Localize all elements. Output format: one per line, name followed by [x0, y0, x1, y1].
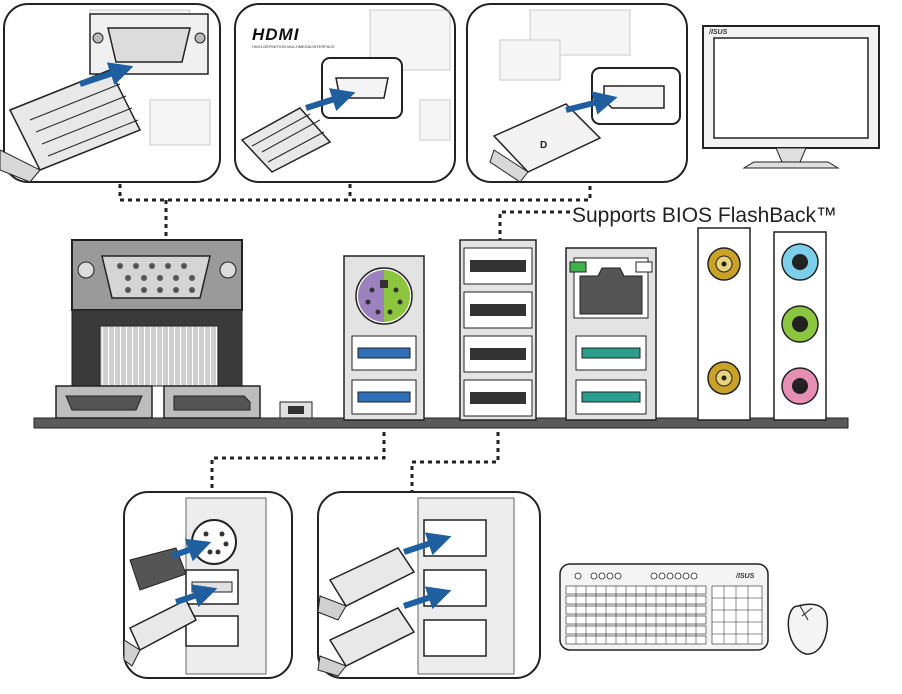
usb-port-icon — [423, 569, 487, 607]
hdmi-port-icon — [321, 57, 403, 119]
vga-port-rear — [77, 255, 237, 299]
usb-port-icon — [423, 619, 487, 657]
vga-inset-panel — [0, 3, 221, 183]
audio-jack-block — [773, 231, 827, 421]
usb-insert-arrow-bottom — [403, 586, 452, 610]
ps2-usb-inset-panel — [123, 491, 293, 679]
keyboard-icon: /ISUS — [559, 563, 769, 651]
hdmi-cable-icon — [240, 107, 332, 173]
lan-activity-led — [635, 261, 653, 273]
usb-insert-arrow-top — [403, 532, 452, 556]
hdmi-inset-panel: HDMI HIGH-DEFINITION MULTIMEDIA INTERFAC… — [234, 3, 456, 183]
displayport-inset-panel: D — [466, 3, 688, 183]
usb-plug-icon — [123, 598, 197, 667]
usb-port-icon — [185, 615, 239, 647]
mic-in-jack — [781, 367, 819, 405]
monitor-brand: /ISUS — [708, 29, 728, 36]
usb-port-rear — [575, 335, 647, 371]
displayport-port-rear — [163, 385, 261, 419]
usb3-port-rear — [351, 335, 417, 371]
line-out-jack — [781, 305, 819, 343]
hdmi-port-rear — [55, 385, 153, 419]
ps2-plug-icon — [129, 547, 187, 591]
usb3-port-rear — [351, 379, 417, 415]
usb-inset-panel — [317, 491, 541, 679]
usb-stack-flashback — [459, 239, 537, 421]
displayport-cable-icon: D — [489, 103, 602, 183]
lan-link-led — [569, 261, 587, 273]
antenna-connector — [707, 247, 741, 281]
bios-flashback-callout: Supports BIOS FlashBack™ — [572, 204, 837, 227]
vga-insert-arrow — [79, 62, 134, 87]
usb-insert-arrow — [175, 584, 218, 608]
hdmi-tagline: HIGH-DEFINITION MULTIMEDIA INTERFACE — [252, 44, 335, 49]
usb-plug-icon — [317, 547, 416, 621]
dp-insert-arrow — [565, 91, 618, 115]
vga-cable-icon — [0, 69, 142, 183]
hdmi-insert-arrow — [305, 88, 356, 112]
usb-port-rear — [463, 291, 533, 329]
vga-port-icon — [89, 13, 209, 75]
displayport-port-icon — [591, 67, 681, 125]
usb-port-rear — [463, 335, 533, 373]
wifi-antenna-block — [697, 227, 751, 421]
lan-port-rear — [569, 257, 653, 319]
mouse-icon — [787, 603, 829, 655]
hdmi-logo: HDMI — [252, 25, 300, 44]
usb-port-rear — [463, 379, 533, 417]
antenna-connector — [707, 361, 741, 395]
usb-plug-icon — [317, 607, 416, 677]
ps2-combo-port — [355, 267, 413, 325]
ps2-port-icon — [191, 519, 237, 565]
video-output-stack — [55, 239, 261, 419]
monitor-icon: /ISUS — [702, 25, 880, 169]
dp-cable-glyph: D — [540, 140, 547, 151]
usb-port-rear — [575, 379, 647, 415]
usb-port-rear — [463, 247, 533, 285]
bios-flashback-button[interactable] — [279, 401, 313, 419]
io-panel-board-edge — [33, 417, 849, 429]
ps2-insert-arrow — [170, 538, 212, 562]
connector-lines — [118, 184, 592, 492]
line-in-jack — [781, 243, 819, 281]
ps2-usb-block — [343, 255, 425, 421]
keyboard-brand: /ISUS — [735, 573, 755, 580]
usb-port-icon — [423, 519, 487, 557]
lan-usb-block — [565, 247, 657, 421]
